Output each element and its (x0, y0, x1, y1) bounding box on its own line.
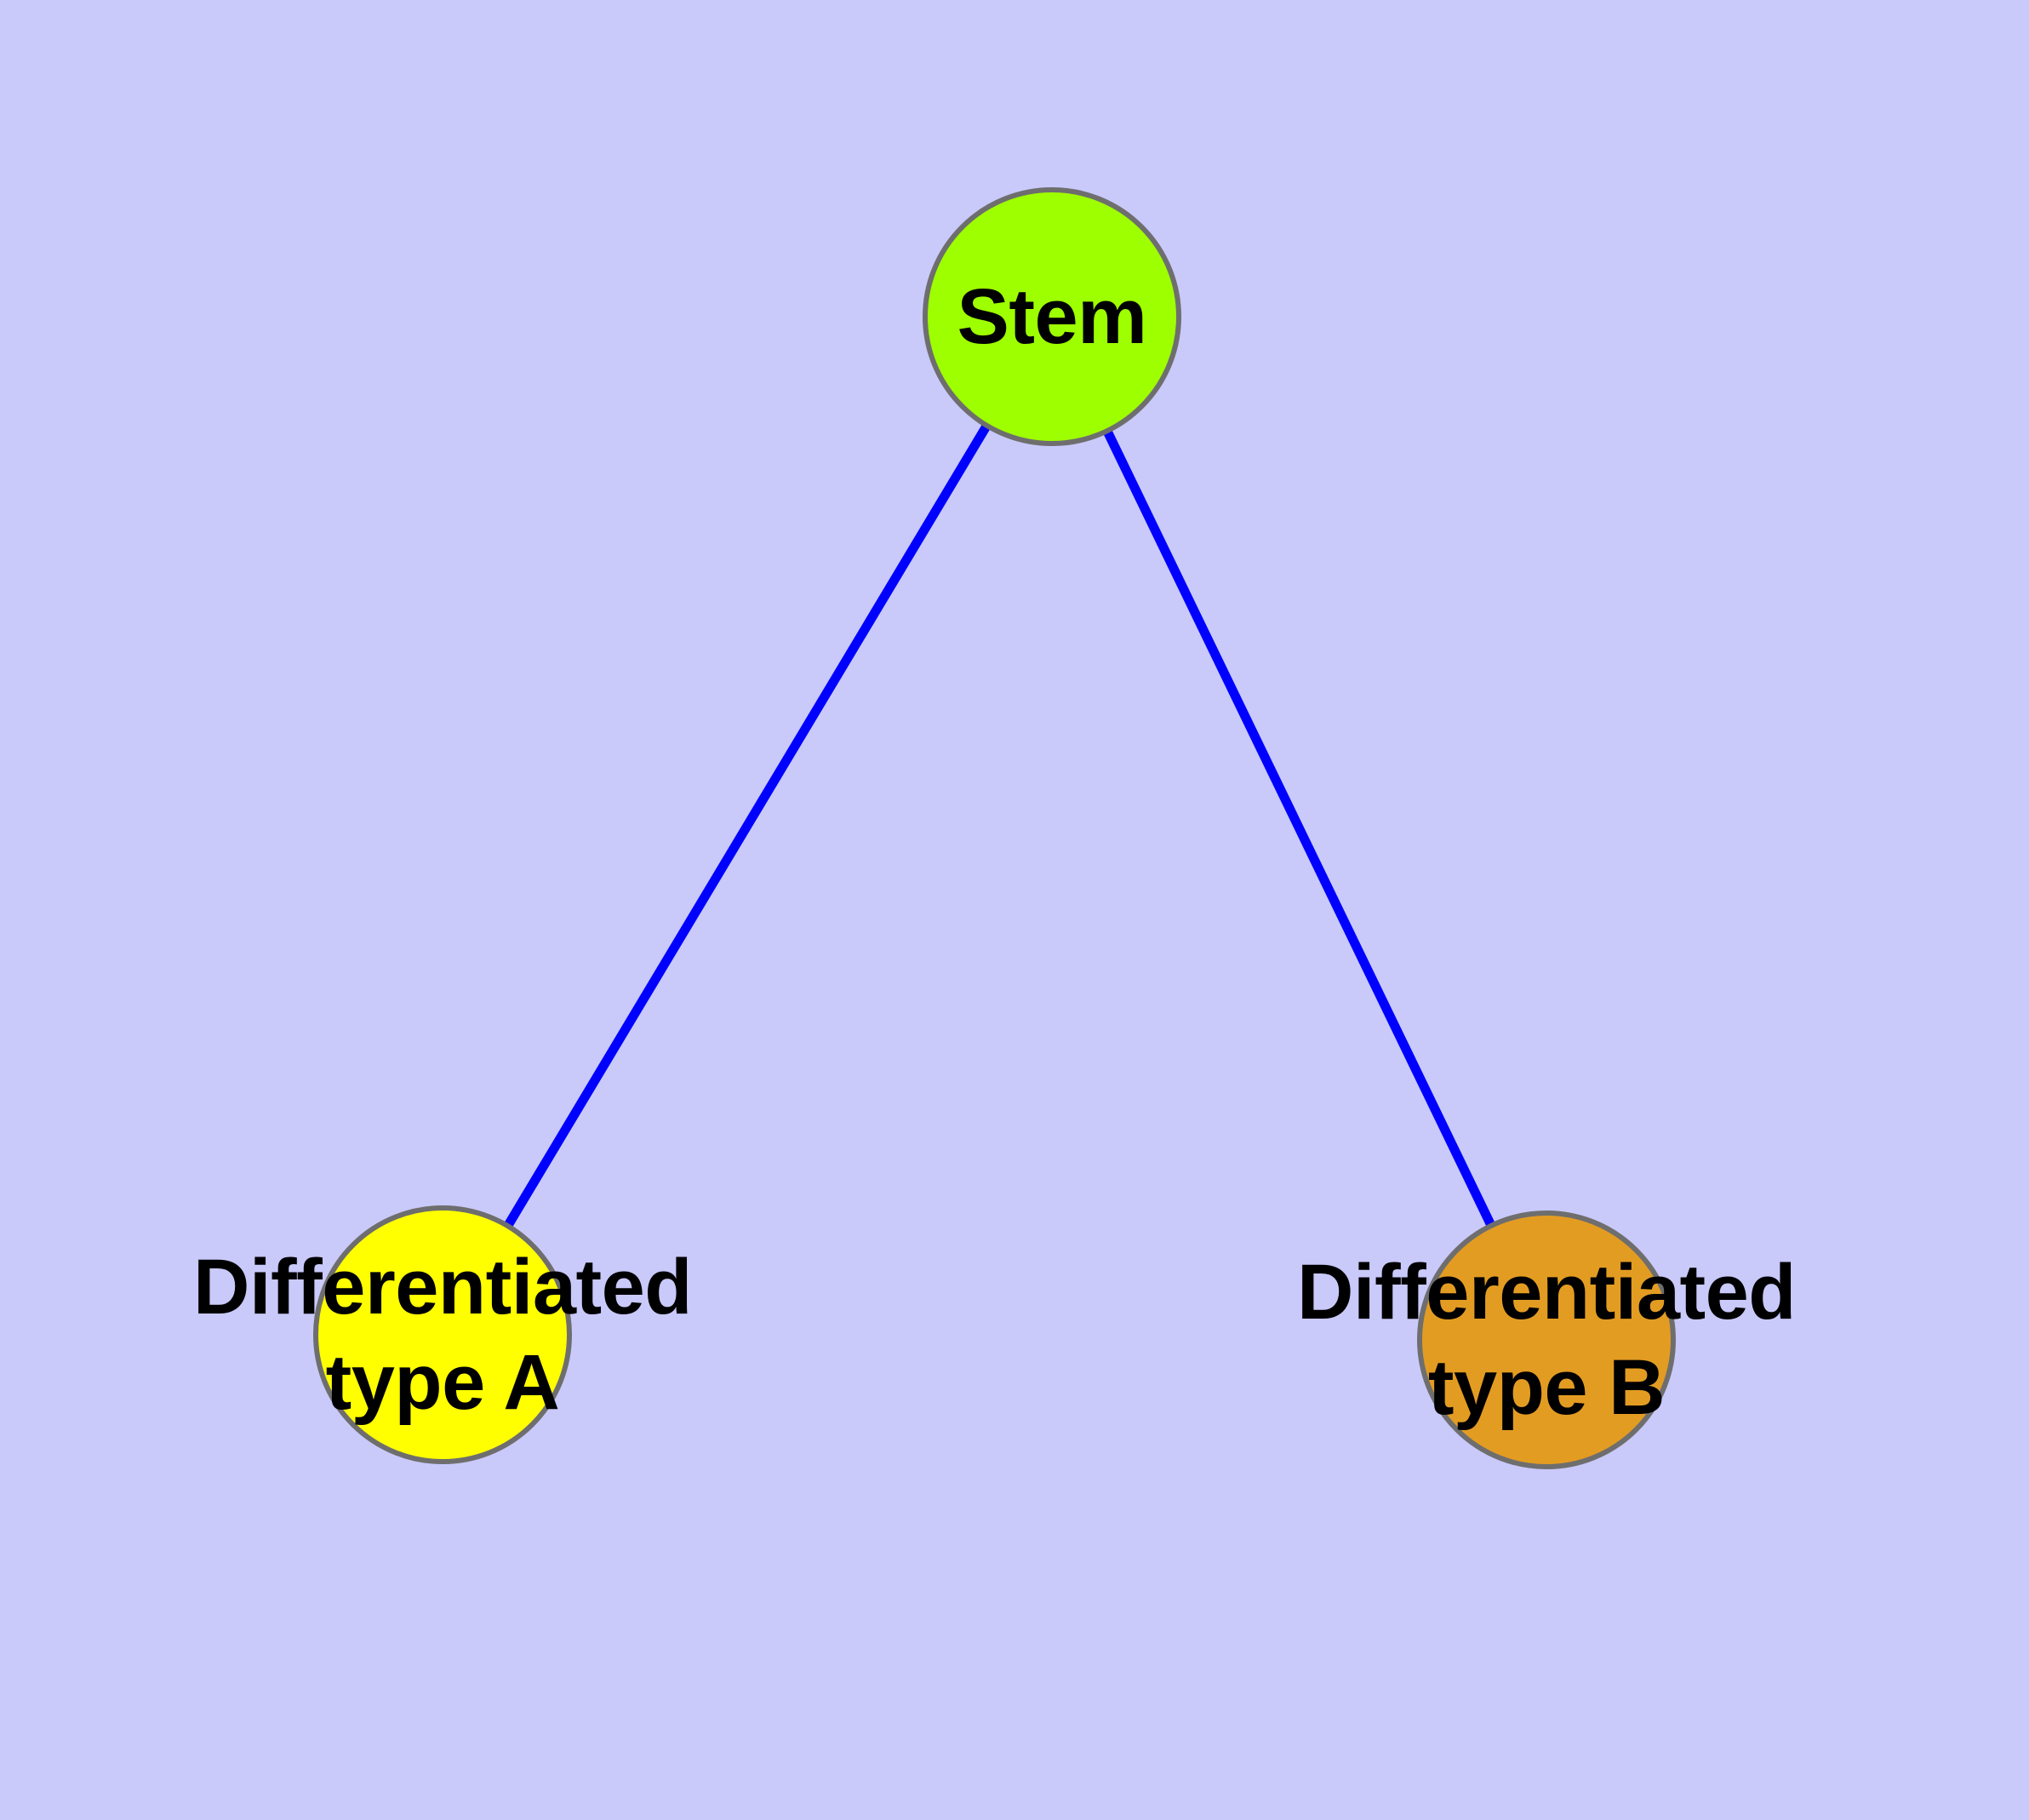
graph-edge-stem-diff_b (1102, 427, 1496, 1229)
graph-edge-stem-diff_a (503, 422, 992, 1229)
graph-node-diff_a[interactable] (313, 1205, 572, 1464)
graph-node-stem[interactable] (923, 187, 1181, 446)
graph-node-diff_b[interactable] (1417, 1210, 1676, 1469)
